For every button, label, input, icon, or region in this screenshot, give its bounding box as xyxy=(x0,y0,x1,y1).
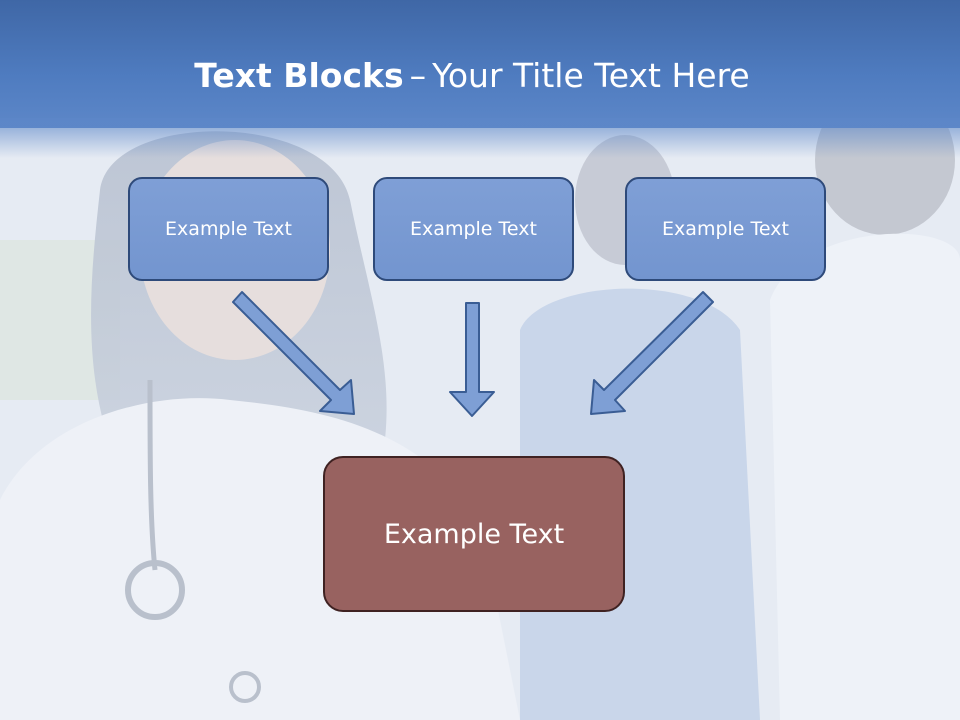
text-block-top-right[interactable]: Example Text xyxy=(625,177,826,281)
arrow-left-diagonal xyxy=(232,291,355,415)
text-block-bottom-label: Example Text xyxy=(383,518,565,550)
text-block-top-center-label: Example Text xyxy=(410,218,537,240)
slide-title: Text Blocks–Your Title Text Here xyxy=(0,52,944,100)
title-rest: Your Title Text Here xyxy=(432,56,750,95)
right-doctor-coat xyxy=(770,233,960,720)
title-fade xyxy=(0,118,960,158)
title-bold-part: Text Blocks xyxy=(194,56,404,95)
text-block-top-center[interactable]: Example Text xyxy=(373,177,574,281)
title-bar xyxy=(0,0,960,128)
middle-nurse-scrubs xyxy=(520,288,760,720)
text-block-top-left[interactable]: Example Text xyxy=(128,177,329,281)
title-separator: – xyxy=(409,56,427,95)
text-block-top-right-label: Example Text xyxy=(662,218,789,240)
arrow-right-diagonal xyxy=(590,291,714,415)
arrow-center-down xyxy=(449,302,495,417)
text-block-bottom[interactable]: Example Text xyxy=(323,456,625,612)
text-block-top-left-label: Example Text xyxy=(165,218,292,240)
